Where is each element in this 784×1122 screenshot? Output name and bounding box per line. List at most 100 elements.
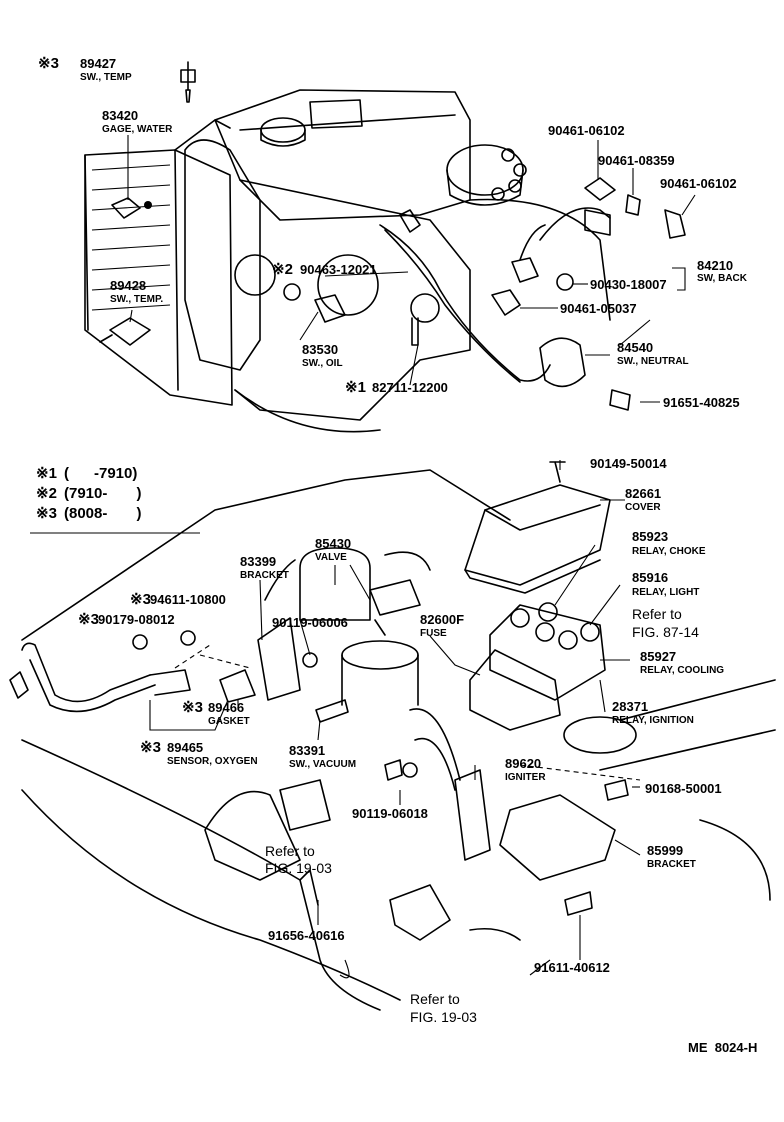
part-number: 89620 [505,756,541,771]
callout-90149: 90149-50014 [590,456,667,471]
callout-82661: 82661 COVER [625,486,661,513]
callout-85999: 85999 BRACKET [647,843,696,870]
temp-switch-89428-shape [99,317,151,346]
callout-85927: 85927 RELAY, COOLING [640,649,724,676]
part-number: 84540 [617,340,653,355]
temp-switch-89427-shape [180,61,196,103]
reference-line: Refer to [410,991,460,1007]
part-number: 83399 [240,554,276,569]
part-name: GASKET [208,716,250,727]
part-name: SW., TEMP [80,72,132,83]
part-name: IGNITER [505,772,546,783]
part-number: 83391 [289,743,325,758]
callout-90463: ※2 90463-12021 [272,261,377,278]
legend-mark: ※1 [36,465,57,482]
callout-90119-06006: 90119-06006 [272,615,348,630]
engine-bay-illustration [21,469,776,1011]
part-number: 85430 [315,536,351,551]
callout-mark: ※3 [78,611,99,628]
part-name: VALVE [315,552,347,563]
legend-range: (7910- ) [64,485,142,502]
part-number: 90119-06006 [272,615,348,630]
callout-90430: 90430-18007 [590,277,667,292]
part-number: 89466 [208,700,244,715]
part-name: BRACKET [647,859,696,870]
callout-90461-05037: 90461-05037 [560,301,637,316]
part-number: 84210 [697,258,733,273]
part-name: SW, BACK [697,273,748,284]
callout-83420: 83420 GAGE, WATER [102,108,173,135]
callout-mark: ※3 [140,739,161,756]
part-number: 89428 [110,278,146,293]
legend-range: (8008- ) [64,505,142,522]
callout-85430: 85430 VALVE [315,536,351,563]
legend-mark: ※3 [36,505,57,522]
part-number: 90149-50014 [590,456,667,471]
callout-82600f: 82600F FUSE [420,612,464,639]
callout-85916: 85916 RELAY, LIGHT [632,570,699,598]
part-number: 90463-12021 [300,262,377,277]
part-number: 85999 [647,843,683,858]
part-number: 91656-40616 [268,928,345,943]
part-number: 91611-40612 [534,960,610,975]
callout-91651: 91651-40825 [663,395,740,410]
relay-cover-shape [464,461,611,594]
callout-82711: ※1 82711-12200 [345,379,448,396]
callout-90168: 90168-50001 [645,781,722,796]
part-number: 82711-12200 [372,380,448,395]
part-number: 85927 [640,649,676,664]
part-number: 28371 [612,699,648,714]
part-name: RELAY, IGNITION [612,715,694,726]
part-number: 90119-06018 [352,806,428,821]
part-name: SW., NEUTRAL [617,356,689,367]
part-name: SENSOR, OXYGEN [167,756,258,767]
water-gage-sensor-shape [111,197,152,219]
reference-line: Refer to [265,843,315,859]
part-name: COVER [625,502,661,513]
part-number: 90168-50001 [645,781,722,796]
callout-mark: ※3 [182,699,203,716]
part-number: 89465 [167,740,203,755]
part-name: GAGE, WATER [102,124,173,135]
callout-89620: 89620 IGNITER [505,756,546,783]
callout-89427: ※3 89427 SW., TEMP [38,55,132,83]
reference-figure: FIG. 19-03 [265,860,332,876]
callout-mark: ※3 [130,591,151,608]
part-number: 82661 [625,486,661,501]
callout-94611: ※3 94611-10800 [130,591,226,608]
part-name: RELAY, COOLING [640,665,724,676]
part-number: 82600F [420,612,464,627]
callout-83391: 83391 SW., VACUUM [289,743,356,770]
callout-91656: 91656-40616 [268,928,345,943]
part-name: SW., OIL [302,358,343,369]
part-number: 91651-40825 [663,395,740,410]
callout-89465: ※3 89465 SENSOR, OXYGEN [140,739,258,767]
part-name: SW., VACUUM [289,759,356,770]
legend-range: ( -7910) [64,465,137,482]
neutral-switch-shape [491,289,631,411]
callout-89466: ※3 89466 GASKET [182,699,250,727]
callout-84210: 84210 SW, BACK [697,258,748,284]
callout-84540: 84540 SW., NEUTRAL [617,340,689,367]
drawing-code: ME 8024-H [688,1040,757,1055]
vacuum-switch-shape [279,759,629,916]
reference-line: Refer to [632,606,682,622]
legend: ※1 ( -7910) ※2 (7910- ) ※3 (8008- ) [36,465,142,522]
reference-figure: FIG. 87-14 [632,624,699,640]
part-number: 85916 [632,570,668,585]
part-number: 90461-06102 [660,176,737,191]
part-name: RELAY, CHOKE [632,546,706,557]
legend-mark: ※2 [36,485,57,502]
vsv-valve-shape [257,551,431,723]
part-number: 85923 [632,529,668,544]
oil-switch-shape [283,283,346,323]
callout-85923: 85923 RELAY, CHOKE [632,529,706,557]
reference-fig-19-03b: Refer to FIG. 19-03 [410,991,477,1025]
callout-mark: ※2 [272,261,293,278]
callout-90461-08359: 90461-08359 [598,153,675,168]
callout-90461-06102a: 90461-06102 [548,123,625,138]
part-number: 89427 [80,56,116,71]
part-number: 90179-08012 [98,612,175,627]
reference-fig-19-03a: Refer to FIG. 19-03 [265,843,332,876]
